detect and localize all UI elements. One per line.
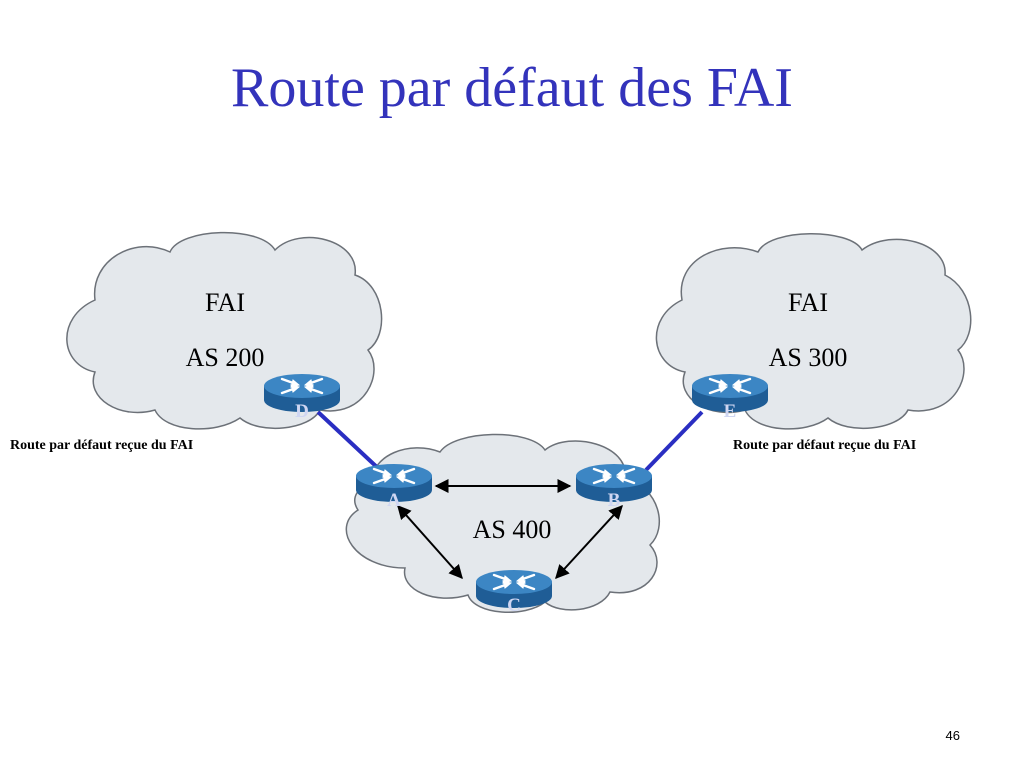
router-b-label: B (608, 490, 621, 511)
link-b-to-c (555, 504, 623, 580)
page-number: 46 (945, 728, 960, 743)
link-d-to-a (316, 410, 382, 472)
router-e: E (690, 372, 770, 422)
slide-title: Route par défaut des FAI (231, 57, 793, 119)
router-c: C (474, 568, 554, 616)
router-d-label: D (295, 401, 309, 422)
cloud-as200-line1: FAI (205, 288, 245, 317)
router-d: D (262, 372, 342, 422)
router-a-label: A (387, 490, 401, 511)
cloud-as300-line2: AS 300 (769, 343, 848, 372)
annotation-left: Route par défaut reçue du FAI (10, 438, 193, 453)
router-e-label: E (724, 401, 737, 422)
router-a: A (354, 462, 434, 511)
cloud-as200-line2: AS 200 (186, 343, 265, 372)
cloud-as400-label: AS 400 (473, 515, 552, 544)
annotation-right: Route par défaut reçue du FAI (733, 438, 916, 453)
link-a-to-c (397, 504, 463, 580)
link-e-to-b (644, 410, 704, 472)
router-c-label: C (507, 595, 521, 616)
router-b: B (574, 462, 654, 511)
cloud-as300-line1: FAI (788, 288, 828, 317)
